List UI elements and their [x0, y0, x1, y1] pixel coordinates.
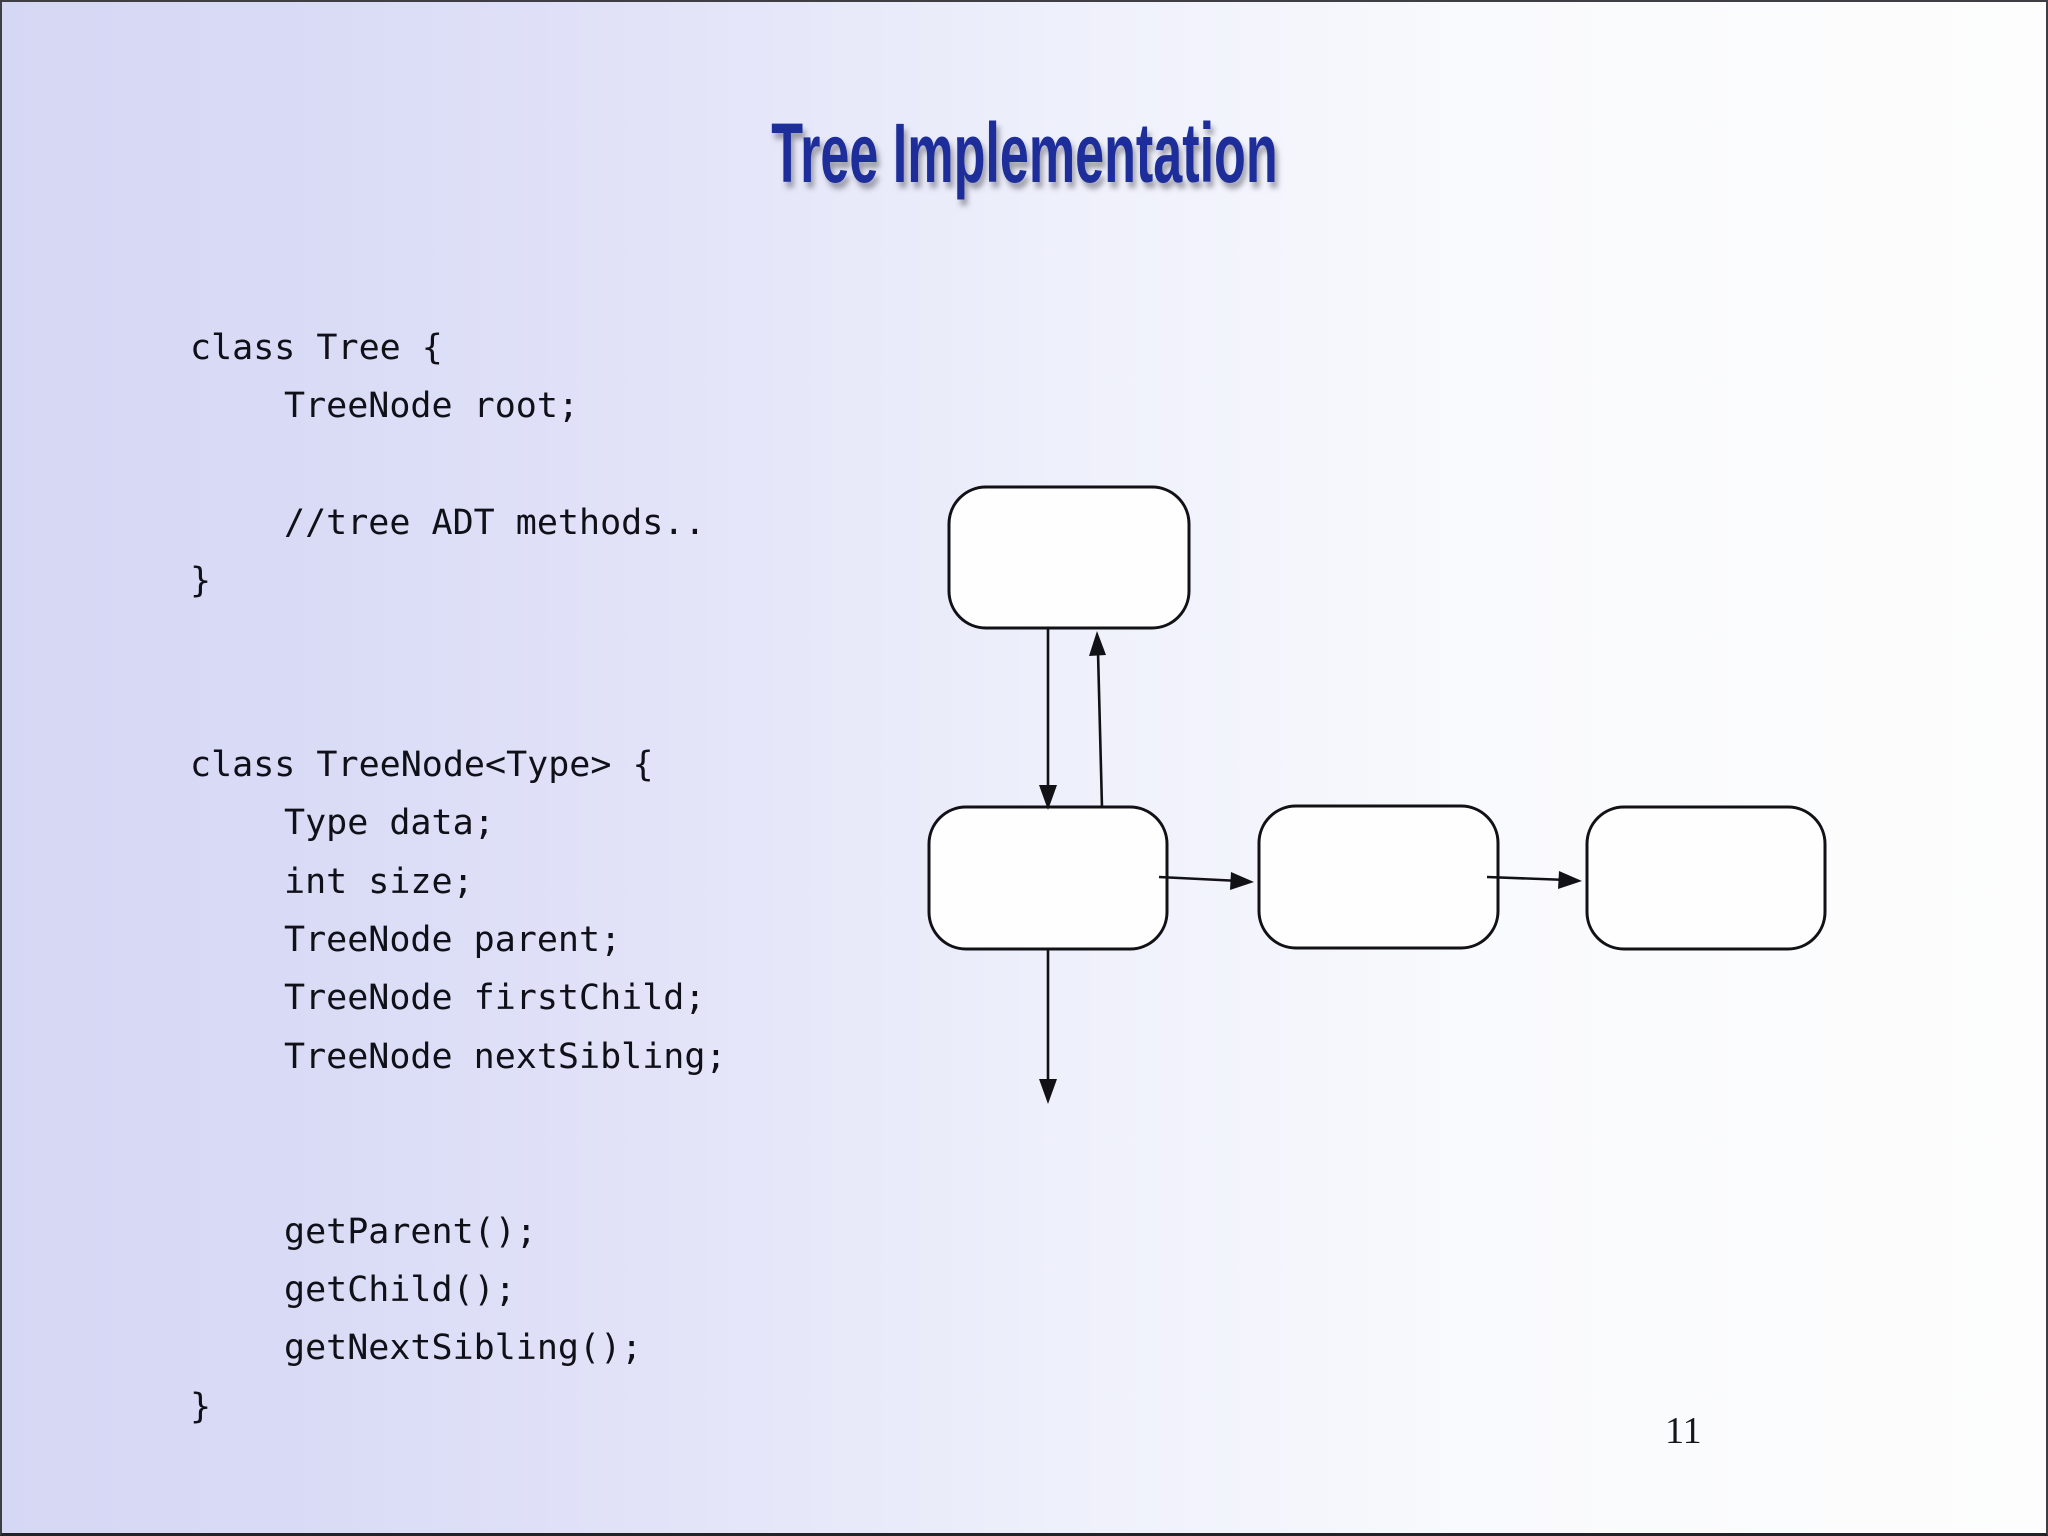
first-child-node	[927, 805, 1169, 951]
root-node	[947, 485, 1191, 630]
code-line: //tree ADT methods..	[284, 502, 706, 543]
arrow-root-to-firstchild	[1039, 628, 1057, 810]
code-line: }	[190, 1386, 212, 1427]
code-line: TreeNode parent;	[284, 919, 622, 960]
code-line: }	[190, 561, 212, 602]
code-line: TreeNode firstChild;	[284, 978, 706, 1019]
code-line: getChild();	[284, 1269, 516, 1310]
code-line: TreeNode nextSibling;	[284, 1036, 727, 1077]
code-line: class TreeNode<Type> {	[190, 745, 654, 785]
code-line: int size;	[284, 861, 474, 902]
code-line: class Tree {	[190, 328, 443, 368]
arrow-firstchild-to-sibling1	[1158, 872, 1254, 890]
code-line: getNextSibling();	[284, 1328, 643, 1369]
arrow-sibling1-to-sibling2	[1486, 871, 1582, 889]
code-block-treenode-class: class TreeNode<Type> { Type data; int size…	[190, 736, 727, 1436]
sibling-node-2	[1585, 805, 1827, 951]
arrow-firstchild-to-child-below	[1039, 949, 1057, 1104]
sibling-node-1	[1257, 804, 1500, 950]
code-block-tree-class: class Tree { TreeNode root; //tree ADT met…	[190, 319, 705, 611]
arrow-firstchild-to-parent	[1089, 631, 1106, 809]
code-line: getParent();	[284, 1211, 537, 1252]
code-line: Type data;	[284, 803, 495, 844]
code-line: TreeNode root;	[284, 386, 580, 427]
page-number: 11	[1665, 1410, 1702, 1452]
